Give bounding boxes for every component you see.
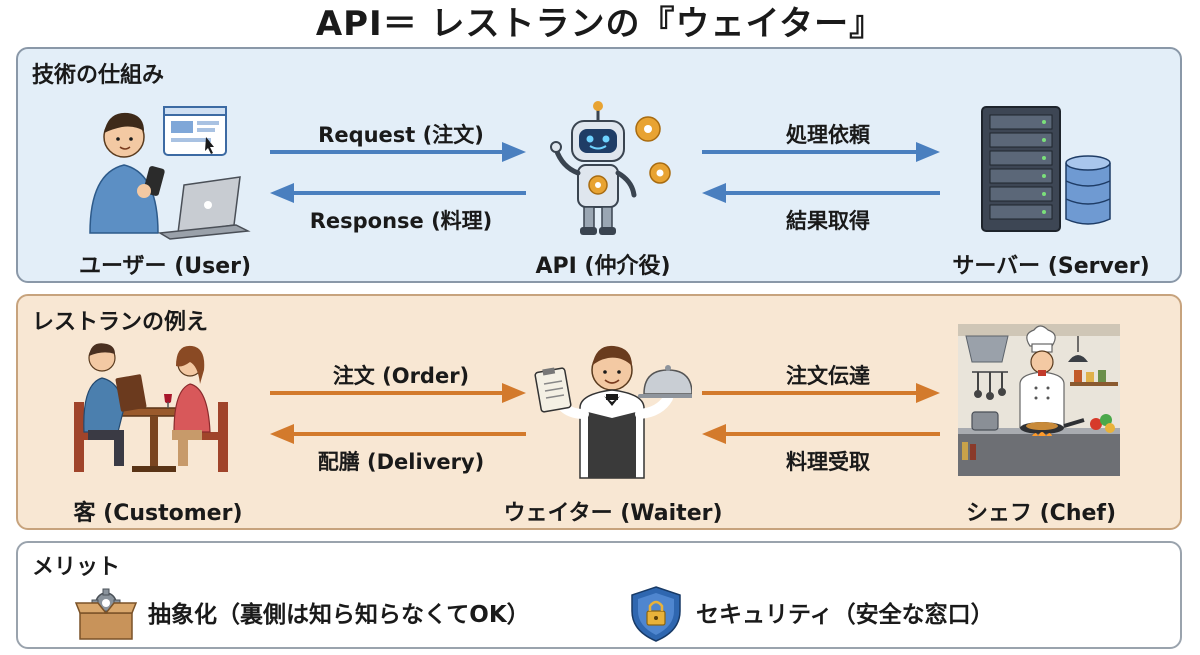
robot-illustration [550, 101, 671, 235]
shield-lock-icon [631, 586, 681, 642]
merit-panel-heading: メリット [32, 555, 121, 580]
merit-panel: メリット 抽象化（裏側は知ら知らなくてOK） セキュリティ（安全な窓口） [16, 541, 1182, 649]
server-illustration [981, 106, 1111, 232]
api-label: API (仲介役) [535, 254, 671, 279]
pass-order-arrow [702, 383, 940, 403]
merit-security-label: セキュリティ（安全な窓口） [696, 602, 994, 628]
get-result-label: 結果取得 [786, 209, 870, 233]
restaurant-panel: レストランの例え 客 (Customer) 注文 (Order) [16, 294, 1182, 530]
response-arrow [270, 183, 526, 203]
receive-food-label: 料理受取 [786, 450, 870, 474]
box-gear-icon [74, 588, 138, 640]
customer-label: 客 (Customer) [73, 501, 243, 526]
page-title: API＝ レストランの『ウェイター』 [315, 4, 885, 44]
process-request-arrow [702, 142, 940, 162]
merit-abstraction-label: 抽象化（裏側は知ら知らなくてOK） [148, 602, 530, 628]
pass-order-label: 注文伝達 [786, 364, 870, 388]
get-result-arrow [702, 183, 940, 203]
user-label: ユーザー (User) [78, 254, 252, 279]
server-label: サーバー (Server) [952, 254, 1150, 279]
restaurant-panel-heading: レストランの例え [32, 310, 209, 335]
customer-illustration [74, 343, 228, 472]
chef-kitchen-illustration [958, 324, 1120, 476]
request-arrow [270, 142, 526, 162]
receive-food-arrow [702, 424, 940, 444]
response-label: Response (料理) [309, 209, 493, 233]
order-arrow [270, 383, 526, 403]
chef-label: シェフ (Chef) [965, 501, 1117, 526]
tech-panel-heading: 技術の仕組み [32, 63, 165, 88]
tech-panel: 技術の仕組み ユーザー (User) Request (注文) [16, 47, 1182, 283]
user-illustration [89, 106, 251, 240]
order-label: 注文 (Order) [332, 364, 470, 388]
delivery-label: 配膳 (Delivery) [317, 450, 485, 474]
request-label: Request (注文) [318, 123, 484, 147]
process-request-label: 処理依頼 [786, 123, 870, 147]
waiter-label: ウェイター (Waiter) [503, 501, 723, 526]
delivery-arrow [270, 424, 526, 444]
waiter-illustration [534, 345, 692, 479]
